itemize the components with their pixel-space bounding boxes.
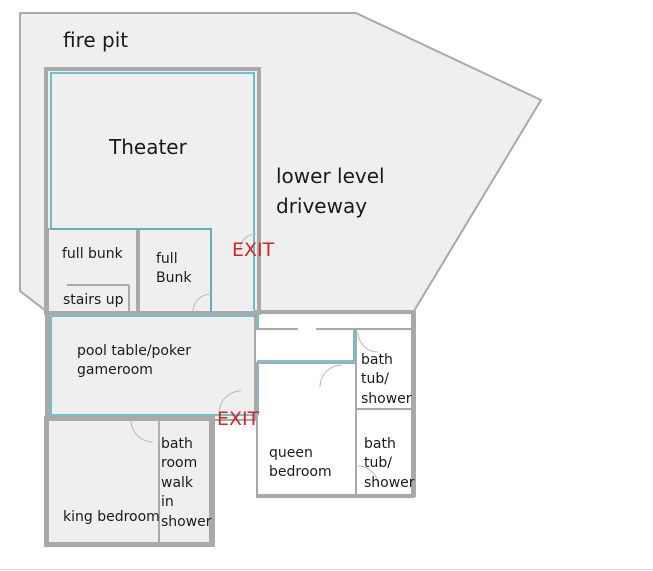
lower-wing-outline (44, 416, 215, 547)
king-bedroom-label: king bedroom (63, 509, 160, 525)
driveway-line-2: driveway (276, 194, 367, 218)
walkin-line-3: walk (161, 475, 194, 491)
theater-label: Theater (108, 135, 188, 159)
bath-lower-line-1: bath (364, 436, 396, 452)
full-bunk-right-label: full Bunk (156, 251, 192, 286)
door-arc-queen (319, 364, 343, 388)
door-arc-right-bunk (192, 293, 212, 313)
walkin-line-5: shower (161, 514, 212, 530)
walkin-line-4: in (161, 494, 174, 510)
fire-pit-label: fire pit (63, 28, 128, 52)
door-arc-bath-lower (357, 465, 379, 487)
driveway-label: lower level driveway (276, 164, 391, 218)
driveway-line-1: lower level (276, 164, 385, 188)
exit-lower-label: EXIT (217, 408, 260, 430)
full-bunk-right-line-2: Bunk (156, 270, 192, 286)
door-arc-bath-upper (357, 331, 379, 353)
queen-bedroom-label: queen bedroom (269, 445, 332, 480)
door-arc-exit-upper (239, 233, 257, 251)
corridor-strip (255, 312, 413, 330)
theater-wall (50, 72, 255, 310)
stairs-label: stairs up (63, 292, 124, 308)
gameroom-line-1: pool table/poker (77, 343, 191, 359)
gameroom-label: pool table/poker gameroom (77, 343, 195, 378)
walkin-bath-label: bath room walk in shower (161, 436, 212, 530)
bath-upper-line-3: shower (361, 391, 412, 407)
gameroom-teal (50, 316, 255, 416)
bath-upper-line-2: tub/ (361, 371, 389, 387)
exit-upper-label: EXIT (232, 239, 275, 261)
door-arc-exit-lower (218, 390, 242, 414)
bottom-divider (0, 569, 653, 570)
walkin-line-1: bath (161, 436, 193, 452)
bath-lower-line-2: tub/ (364, 455, 392, 471)
bath-lower-line-3: shower (364, 475, 415, 491)
walkin-line-2: room (161, 455, 197, 471)
bath-upper-label: bath tub/ shower (361, 352, 412, 407)
full-bunk-right-line-1: full (156, 251, 178, 267)
door-arc-king (130, 419, 154, 443)
bath-lower-label: bath tub/ shower (364, 436, 415, 491)
queen-line-2: bedroom (269, 464, 332, 480)
bath-upper-line-1: bath (361, 352, 393, 368)
bunk-teal (51, 228, 212, 313)
gameroom-line-2: gameroom (77, 362, 153, 378)
outer-area (19, 12, 543, 546)
full-bunk-left-label: full bunk (62, 246, 124, 262)
queen-line-1: queen (269, 445, 313, 461)
